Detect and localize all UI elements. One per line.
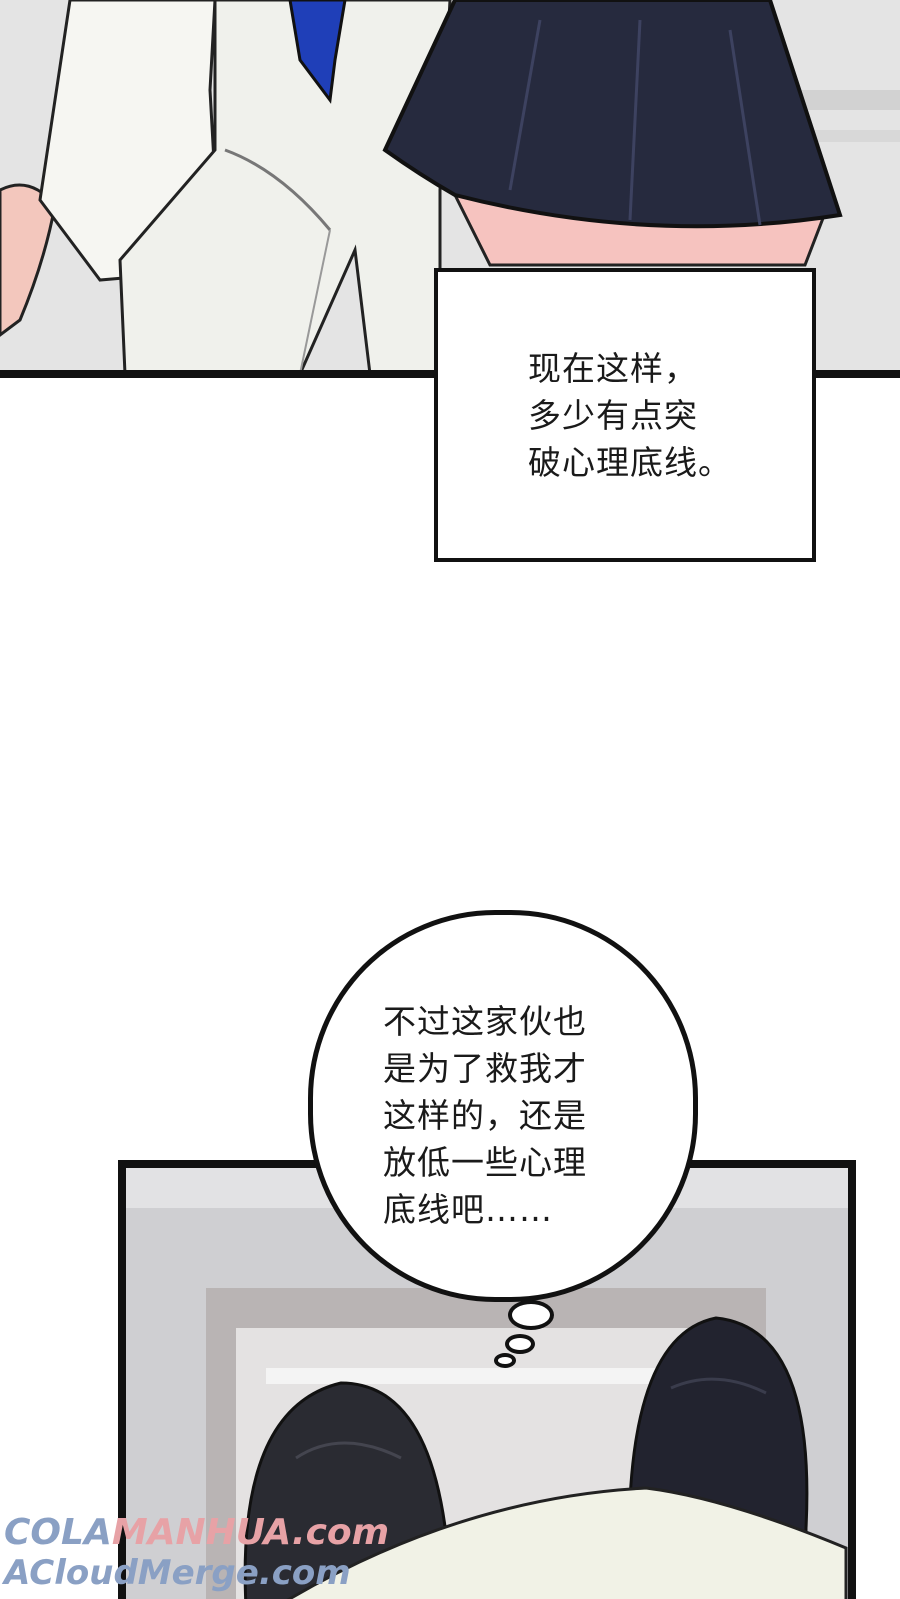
thought-puff-large	[508, 1300, 554, 1330]
narration-box: 现在这样， 多少有点突 破心理底线。	[434, 268, 816, 562]
panel-top-art	[0, 0, 900, 374]
watermark-part-b: MANHUA.com	[111, 1512, 390, 1553]
comic-panel-top	[0, 0, 900, 374]
watermark-line1: COLAMANHUA.com	[4, 1512, 389, 1553]
thought-puff-small	[494, 1353, 516, 1368]
tie-shape	[288, 0, 347, 104]
thought-puff-medium	[505, 1334, 535, 1354]
narration-line: 多少有点突	[528, 396, 698, 435]
thought-bubble: 不过这家伙也 是为了救我才 这样的，还是 放低一些心理 底线吧……	[308, 910, 698, 1302]
thought-line: 这样的，还是	[383, 1096, 587, 1135]
shirt-shape	[286, 1486, 848, 1599]
thought-line: 底线吧……	[383, 1190, 553, 1229]
watermark-part-a: COLA	[4, 1512, 112, 1553]
narration-line: 破心理底线。	[528, 443, 732, 482]
thought-line: 不过这家伙也	[383, 1002, 587, 1041]
thought-line: 放低一些心理	[383, 1143, 587, 1182]
skirt-shape	[382, 0, 843, 229]
thought-line: 是为了救我才	[383, 1049, 587, 1088]
narration-line: 现在这样，	[528, 349, 698, 388]
watermark-line2: ACloudMerge.com	[4, 1553, 351, 1593]
